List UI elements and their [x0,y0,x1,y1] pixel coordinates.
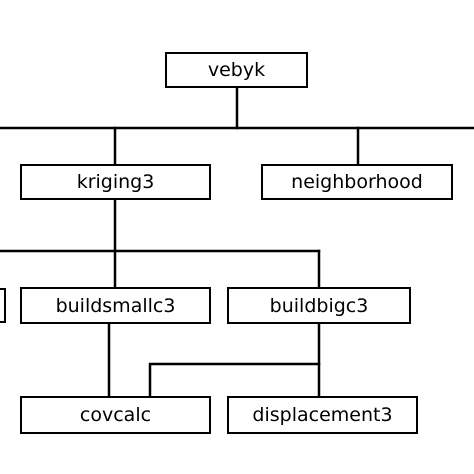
node-buildbigc3: buildbigc3 [227,287,411,324]
edge-buildbigc3-covcalc [148,362,321,399]
node-kriging3: kriging3 [20,164,211,200]
node-vebyk: vebyk [165,52,308,88]
node-displacement3: displacement3 [227,396,418,434]
node-buildsmallc3: buildsmallc3 [20,287,211,324]
offscreen-node [0,288,6,323]
node-neighborhood: neighborhood [261,164,453,200]
node-covcalc: covcalc [20,396,211,434]
